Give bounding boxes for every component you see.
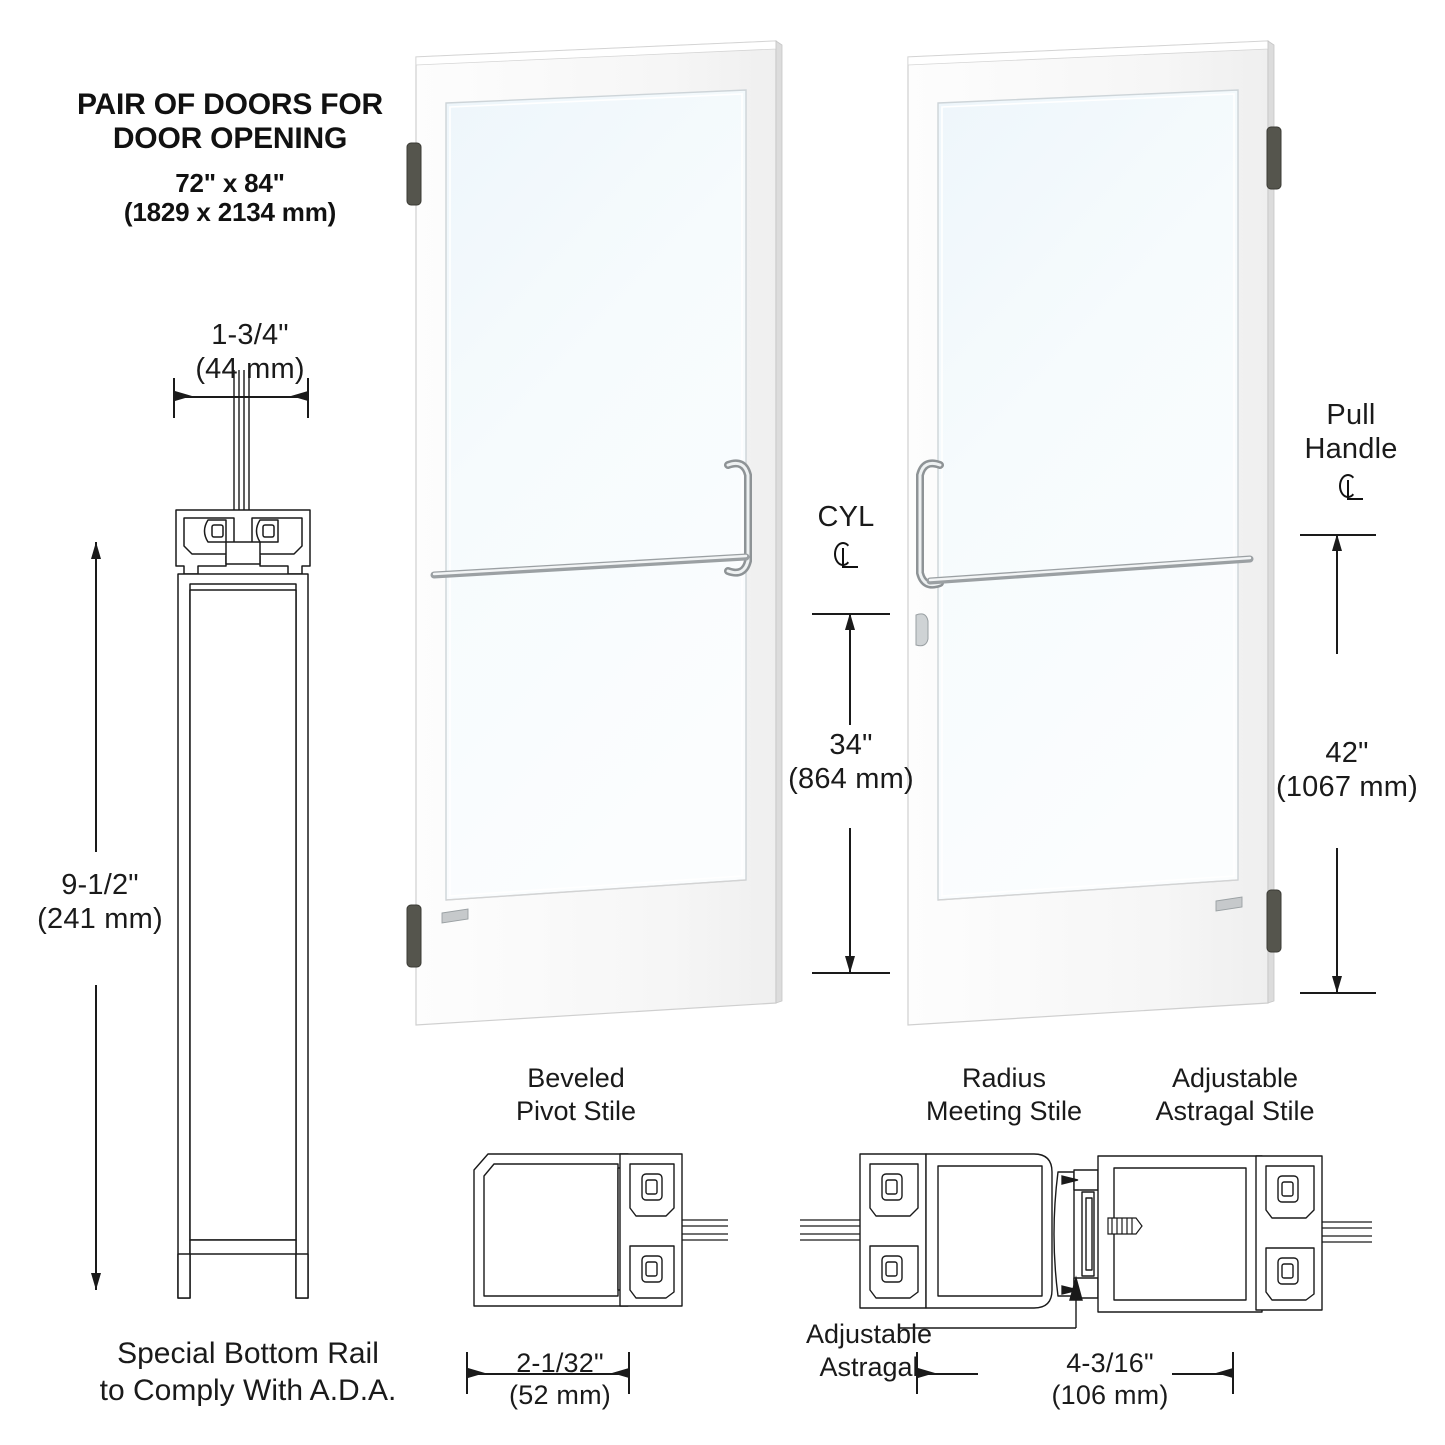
pull-handle-label-line-1: Pull — [1326, 399, 1376, 431]
pivot-stile-glazing-pocket — [619, 1153, 728, 1307]
bottom-rail-height-label: 9-1/2" (241 mm) — [10, 868, 190, 936]
pivot-stile-width-label: 2-1/32" (52 mm) — [460, 1348, 660, 1412]
left-door-push-bar — [430, 553, 750, 579]
stile-2-line-1: Adjustable — [1171, 1063, 1299, 1093]
meeting-stile-glass-run-left — [800, 1219, 860, 1241]
right-door-pull-handle — [916, 459, 944, 589]
astragal-adjustment-screw — [1107, 1217, 1143, 1235]
cylinder-lock — [915, 613, 929, 647]
adjustable-astragal-leader — [900, 1275, 1083, 1329]
adjustable-astragal-line-1: Adjustable — [805, 1319, 933, 1349]
stile-1-line-1: Radius — [961, 1063, 1047, 1093]
stile-label-adjustable-astragal: Adjustable Astragal Stile — [1110, 1062, 1360, 1128]
title-line-2: DOOR OPENING — [112, 121, 348, 155]
pull-handle-label-line-2: Handle — [1304, 433, 1398, 466]
pull-handle-centerline-symbol — [1268, 470, 1434, 507]
cyl-height-imperial: 34" — [829, 729, 873, 761]
pull-handle-height-metric: (1067 mm) — [1276, 771, 1418, 804]
left-door-assembly — [406, 40, 783, 1026]
bottom-rail-caption-line-1: Special Bottom Rail — [117, 1337, 379, 1370]
astragal-pair-width-label: 4-3/16" (106 mm) — [960, 1348, 1260, 1412]
pivot-stile-width-imperial: 2-1/32" — [516, 1348, 604, 1378]
bottom-rail-cross-section — [175, 509, 311, 1299]
stile-1-line-2: Meeting Stile — [925, 1095, 1083, 1126]
stile-label-beveled-pivot: Beveled Pivot Stile — [460, 1062, 692, 1128]
cyl-height-metric: (864 mm) — [788, 763, 914, 796]
stile-0-line-2: Pivot Stile — [515, 1095, 637, 1126]
pull-handle-height-imperial: 42" — [1325, 737, 1369, 769]
cyl-label: CYL — [817, 501, 875, 533]
cyl-height-label: 34" (864 mm) — [758, 728, 944, 796]
astragal-pair-width-imperial: 4-3/16" — [1066, 1348, 1154, 1378]
title-line-4: (1829 x 2134 mm) — [123, 197, 337, 228]
title-line-3: 72" x 84" — [175, 168, 285, 199]
radius-meeting-stile-section — [859, 1153, 1053, 1309]
bottom-rail-caption: Special Bottom Rail to Comply With A.D.A… — [78, 1336, 418, 1409]
astragal-stile-glazing-pocket — [1255, 1155, 1372, 1311]
stile-label-radius-meeting: Radius Meeting Stile — [884, 1062, 1124, 1128]
adjustable-astragal-line-2: Astragal — [819, 1351, 919, 1382]
cyl-centerline-symbol — [772, 538, 920, 575]
pull-handle-height-label: 42" (1067 mm) — [1250, 736, 1444, 804]
right-door-push-bar — [926, 555, 1254, 585]
centerline-icon — [833, 538, 859, 570]
stile-0-line-1: Beveled — [527, 1063, 625, 1093]
thickness-metric: (44 mm) — [195, 353, 305, 386]
glazing-leader-lines — [233, 370, 250, 510]
pivot-stile-width-metric: (52 mm) — [509, 1379, 611, 1410]
bottom-rail-height-imperial: 9-1/2" — [61, 869, 139, 901]
thickness-imperial: 1-3/4" — [211, 319, 289, 351]
thickness-dimension-label: 1-3/4" (44 mm) — [150, 318, 350, 386]
stile-2-line-2: Astragal Stile — [1155, 1095, 1315, 1126]
bottom-rail-caption-line-2: to Comply With A.D.A. — [99, 1373, 397, 1407]
astragal-pair-width-metric: (106 mm) — [1051, 1379, 1169, 1410]
centerline-icon — [1338, 470, 1364, 502]
title-line-1: PAIR OF DOORS FOR — [76, 88, 384, 121]
adjustable-astragal-callout: Adjustable Astragal — [754, 1318, 984, 1384]
cyl-centerline-label: CYL — [772, 500, 920, 575]
left-door-pull-handle — [724, 459, 752, 577]
bottom-rail-height-metric: (241 mm) — [37, 903, 163, 936]
pull-handle-centerline-label: Pull Handle — [1268, 398, 1434, 507]
drawing-title: PAIR OF DOORS FOR DOOR OPENING 72" x 84"… — [60, 88, 400, 227]
right-door-assembly — [907, 40, 1282, 1026]
